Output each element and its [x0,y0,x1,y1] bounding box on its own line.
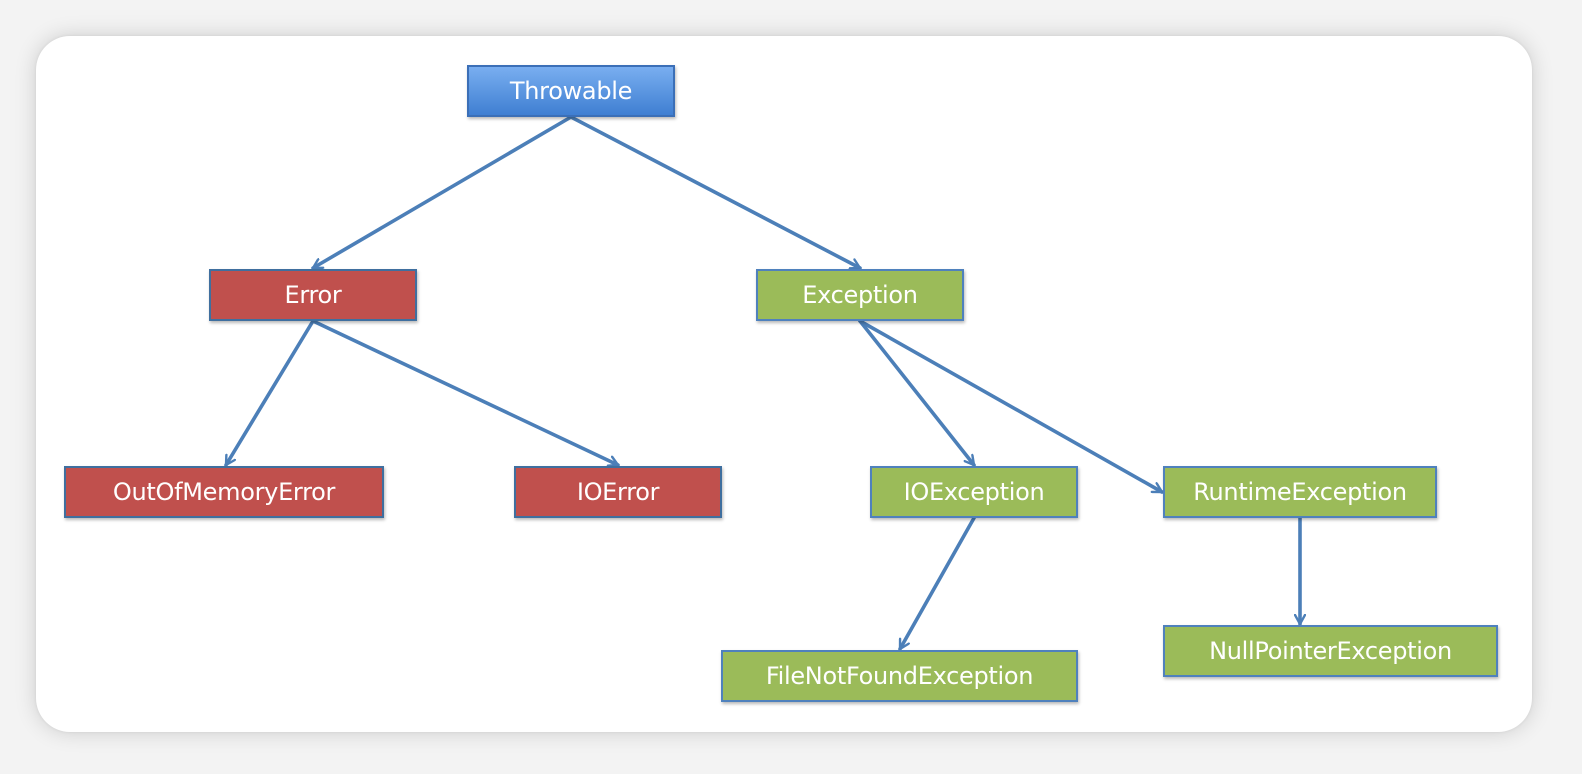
node-throwable: Throwable [467,65,675,117]
edge-exception-to-runtime-exception [858,319,1164,494]
edge-error-to-io-error [311,319,620,465]
node-io-exception: IOException [870,466,1078,518]
node-error: Error [209,269,417,321]
edge-throwable-to-error [311,115,573,270]
edge-io-exception-to-file-not-found-exception [898,516,976,651]
node-runtime-exception: RuntimeException [1163,466,1437,518]
node-exception: Exception [756,269,964,321]
edge-throwable-to-exception [569,115,862,270]
node-io-error: IOError [514,466,722,518]
edge-exception-to-io-exception [858,319,976,467]
node-file-not-found-exception: FileNotFoundException [721,650,1078,702]
node-null-pointer-exception: NullPointerException [1163,625,1498,677]
diagram-card [36,36,1532,732]
node-out-of-memory-error: OutOfMemoryError [64,466,384,518]
edge-error-to-out-of-memory-error [224,319,315,467]
